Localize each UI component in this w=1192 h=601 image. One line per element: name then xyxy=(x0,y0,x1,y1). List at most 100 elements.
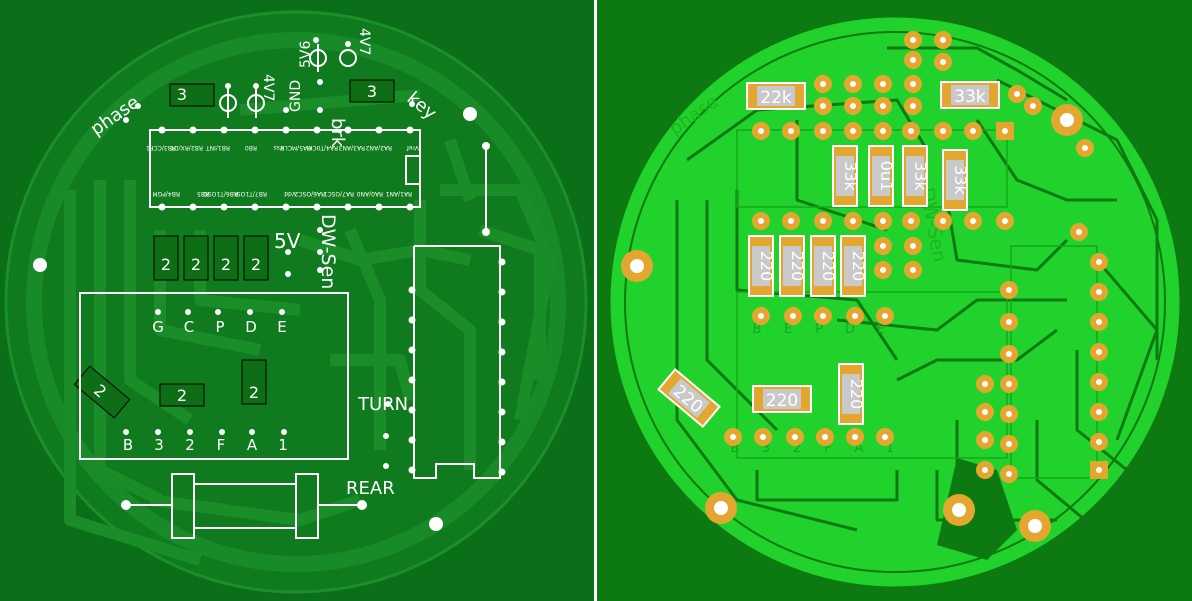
pad-hole xyxy=(850,103,856,109)
pad-hole xyxy=(822,434,828,440)
ic-pin xyxy=(158,126,166,134)
ic-pin xyxy=(282,126,290,134)
resistor-220-6[interactable]: 220 xyxy=(838,363,866,425)
pad-hole xyxy=(982,467,988,473)
copper-pads[interactable] xyxy=(724,31,1108,483)
pad-hole xyxy=(788,128,794,134)
ic-pin xyxy=(282,203,290,211)
part-marker: 2 xyxy=(191,255,201,274)
pad-hole xyxy=(1076,229,1082,235)
ic-pin-label: RB0 xyxy=(245,144,257,151)
ic-pin-label: RA4/T0CKI xyxy=(307,144,338,151)
ghost-pin-label: 1 xyxy=(886,441,894,456)
resistor-220-4[interactable]: 220 xyxy=(840,235,868,297)
label-5v: 5V xyxy=(274,229,301,253)
resistor-220-5[interactable]: 220 xyxy=(752,385,812,413)
ic-pin-label: Vref xyxy=(406,144,419,151)
resistor-220-1[interactable]: 220 xyxy=(748,235,776,297)
display-pin-label: G xyxy=(152,318,164,336)
panel-divider xyxy=(594,0,597,601)
smd-part-row[interactable] xyxy=(73,79,395,419)
pad-hole xyxy=(910,103,916,109)
pad-hole xyxy=(1082,145,1088,151)
pad-hole xyxy=(1096,319,1102,325)
pad-hole xyxy=(850,128,856,134)
pad-hole xyxy=(880,243,886,249)
part-marker: 2 xyxy=(249,383,259,402)
ghost-pin-label: B xyxy=(731,441,740,456)
resistor-220-2[interactable]: 220 xyxy=(779,235,807,297)
pad-hole xyxy=(970,128,976,134)
pad-hole xyxy=(1006,471,1012,477)
resistor-220-7[interactable]: 220 xyxy=(657,367,721,429)
part-marker: 2 xyxy=(177,386,187,405)
ghost-pin-label: F xyxy=(824,441,831,456)
resistor-22k[interactable]: 22k xyxy=(746,82,806,110)
connector-pin xyxy=(498,318,506,326)
pad-hole xyxy=(1096,439,1102,445)
connector-pin xyxy=(408,316,416,324)
display-outline[interactable] xyxy=(79,292,349,460)
pad-hole xyxy=(1096,259,1102,265)
display-pin-label: D xyxy=(245,318,257,336)
display-pin-label: 3 xyxy=(154,436,164,454)
fuse-footprint[interactable] xyxy=(121,473,367,539)
pad-hole xyxy=(910,37,916,43)
ic-pin-label: RA7/OSC1 xyxy=(323,190,354,197)
resistor-33k-a[interactable]: 33k xyxy=(832,145,860,207)
pad-hole xyxy=(910,267,916,273)
pad-hole xyxy=(852,434,858,440)
ic-pin-label: RA6/OSC2 xyxy=(294,190,325,197)
regulator-pads[interactable] xyxy=(219,44,357,118)
ic-pin xyxy=(344,126,352,134)
resistor-33k-b[interactable]: 33k xyxy=(902,145,930,207)
label-brk: brk xyxy=(327,118,348,148)
pad-hole xyxy=(760,434,766,440)
ic-pin-label: RB5 xyxy=(197,190,209,197)
connector-pin xyxy=(408,466,416,474)
pad-hole xyxy=(820,313,826,319)
ghost-pin-label: A xyxy=(855,441,864,456)
capacitor-0u1[interactable]: 0u1 xyxy=(868,145,896,207)
svg-text:220: 220 xyxy=(819,251,838,282)
ic-pin-label: Vdd xyxy=(284,190,296,197)
label-rear: REAR xyxy=(346,478,395,499)
pad-hole xyxy=(1096,467,1102,473)
pad-hole xyxy=(1002,128,1008,134)
display-pin-label: 2 xyxy=(185,436,195,454)
connector-pin xyxy=(408,346,416,354)
label-dw-sen: DW-Sen xyxy=(317,214,339,289)
display-pin-label: B xyxy=(123,436,133,454)
display-pin-label: C xyxy=(184,318,194,336)
pad-hole xyxy=(1096,289,1102,295)
resistor-220-3[interactable]: 220 xyxy=(810,235,838,297)
ghost-pin-label: E xyxy=(877,322,885,337)
ic-pin xyxy=(406,126,414,134)
pad-hole xyxy=(758,313,764,319)
connector-pin xyxy=(408,436,416,444)
ic-pin xyxy=(220,203,228,211)
ic-pin-label: RA5/MCLR xyxy=(280,144,311,151)
pad-hole xyxy=(820,218,826,224)
resistor-33k-top[interactable]: 33k xyxy=(940,81,1000,109)
pad-hole xyxy=(982,409,988,415)
ic-pin-label: RA2/AN2 xyxy=(366,144,392,151)
ic-pin xyxy=(220,126,228,134)
connector-pin xyxy=(498,288,506,296)
label-gnd: GND xyxy=(288,80,304,112)
ic-pin-label: RB7/T1OSI xyxy=(235,190,267,197)
pad-hole xyxy=(820,128,826,134)
connector-pin xyxy=(498,378,506,386)
label-4v7-upper: 4V7 xyxy=(356,28,372,55)
ic-pin-label: RB6/T1OSO xyxy=(203,190,238,197)
display-pin-label: 1 xyxy=(278,436,288,454)
resistor-33k-c[interactable]: 33k xyxy=(942,149,970,211)
svg-text:220: 220 xyxy=(766,391,798,411)
ic-pin-label: RB3/CCP1 xyxy=(146,144,176,151)
display-pin-label: P xyxy=(215,318,224,336)
pad-hole xyxy=(1030,103,1036,109)
smd-components[interactable]: 22k 33k 33k 0u1 33k xyxy=(657,81,1000,429)
